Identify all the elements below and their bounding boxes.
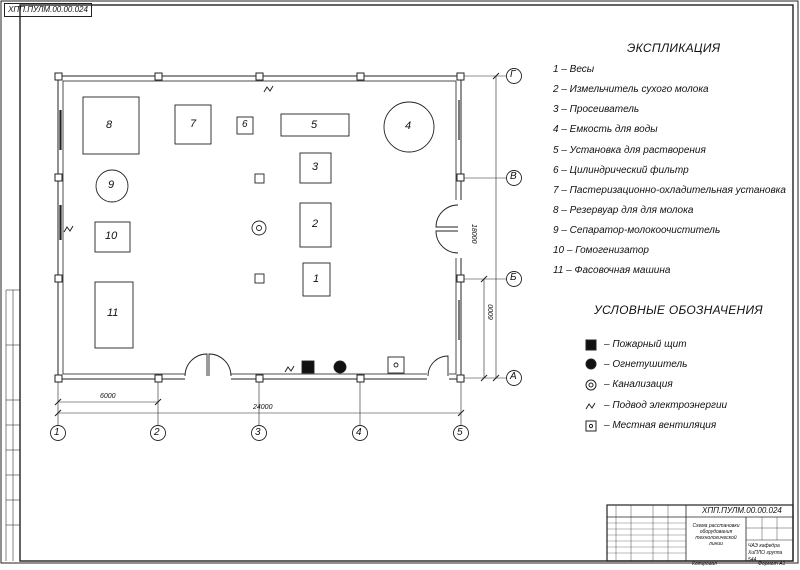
sewer-marker [251,220,267,236]
equipment-label-10: 10 [105,230,118,242]
explication-item: 1 – Весы [553,64,595,75]
power-marker [263,85,274,93]
legend-label-ventilation: – Местная вентиляция [604,420,717,431]
title-block-copied: Копировал [692,561,717,567]
fire-board-icon [585,339,597,351]
equipment-label-2: 2 [312,218,319,230]
ventilation-icon [588,423,594,429]
equipment-4 [383,101,435,153]
equipment [63,85,435,374]
equipment-label-11: 11 [107,307,119,319]
explication-item: 10 – Гомогенизатор [553,245,649,256]
explication-item: 6 – Цилиндрический фильтр [553,165,689,176]
equipment-6 [236,116,254,135]
equipment-label-3: 3 [312,161,319,173]
equipment-label-6: 6 [242,119,248,130]
legend-label-sewer: – Канализация [604,379,673,390]
axis-label-a: А [510,371,517,382]
windows [59,100,460,340]
title-block-sheet-info: ЧАЭ кафедра ХиПЛО группа 544 [748,543,783,563]
dimension-24000: 24000 [253,404,273,411]
extinguisher-marker [333,360,347,374]
axis-label-5: 5 [457,427,463,438]
axis-label-3: 3 [255,427,261,438]
equipment-5 [280,113,350,137]
left-stamp-strip [5,289,20,561]
dimension-6000-horizontal: 6000 [100,393,116,400]
legend-label-extinguisher: – Огнетушитель [604,359,688,370]
explication-title: ЭКСПЛИКАЦИЯ [627,41,721,55]
equipment-11 [94,281,134,349]
inner-frame [19,4,794,562]
ventilation-marker [254,173,265,184]
title-block-name: Схема расстановки оборудования технологи… [692,523,740,547]
equipment-2 [299,202,332,248]
axis-label-1: 1 [54,427,60,438]
ventilation-marker [254,273,265,284]
power-supply-icon [585,402,596,410]
equipment-label-8: 8 [106,119,113,131]
outer-wall [57,75,462,380]
explication-item: 9 – Сепаратор-молокоочиститель [553,225,721,236]
explication-item: 4 – Емкость для воды [553,124,658,135]
title-block [606,504,794,562]
explication-item: 2 – Измельчитель сухого молока [553,84,709,95]
axis-label-b: Б [510,272,517,283]
dimension-6000-vertical: 6000 [488,304,495,320]
legend-label-fire-board: – Пожарный щит [604,339,687,350]
equipment-10 [94,221,131,253]
equipment-1 [302,262,331,297]
extinguisher-icon [585,358,597,370]
legend-title: УСЛОВНЫЕ ОБОЗНАЧЕНИЯ [594,303,763,317]
floor-plan [54,72,465,383]
dimension-18000: 18000 [470,224,477,244]
title-block-format: Формат A1 [758,561,786,567]
power-marker [284,365,295,373]
sewer-marker [256,225,262,231]
axis-bubbles [50,68,522,441]
explication-item: 11 – Фасовочная машина [553,265,671,276]
columns [54,72,465,383]
equipment-label-5: 5 [311,119,318,131]
explication-item: 7 – Пастеризационно-охладительная устано… [553,185,786,196]
equipment-label-1: 1 [313,273,320,285]
equipment-9 [95,169,129,203]
inner-wall [62,80,457,375]
equipment-3 [299,152,332,184]
drawing-code-stamp: ХПП.ПУЛМ.00.00.024 [4,3,92,17]
axes-lines [54,72,506,426]
sewer-icon [588,382,594,388]
doors [184,200,463,381]
ventilation-marker [387,356,405,374]
title-block-code: ХПП.ПУЛМ.00.00.024 [702,506,782,515]
legend-label-power: – Подвод электроэнергии [604,400,728,411]
equipment-label-7: 7 [190,118,197,130]
explication-item: 5 – Установка для растворения [553,145,706,156]
explication-item: 8 – Резервуар для для молока [553,205,694,216]
equipment-label-4: 4 [405,120,412,132]
equipment-label-9: 9 [108,179,115,191]
axis-label-4: 4 [356,427,362,438]
power-marker [63,225,74,233]
fire-board-marker [301,360,315,374]
equipment-7 [174,104,212,145]
equipment-8 [82,96,140,155]
ventilation-icon [585,420,597,432]
ventilation-marker [393,362,399,368]
explication-item: 3 – Просеиватель [553,104,640,115]
axis-label-2: 2 [154,427,160,438]
axis-label-g: Г [510,69,516,80]
sewer-icon [585,379,597,391]
legend-symbols [585,339,597,432]
axis-label-v: В [510,171,517,182]
